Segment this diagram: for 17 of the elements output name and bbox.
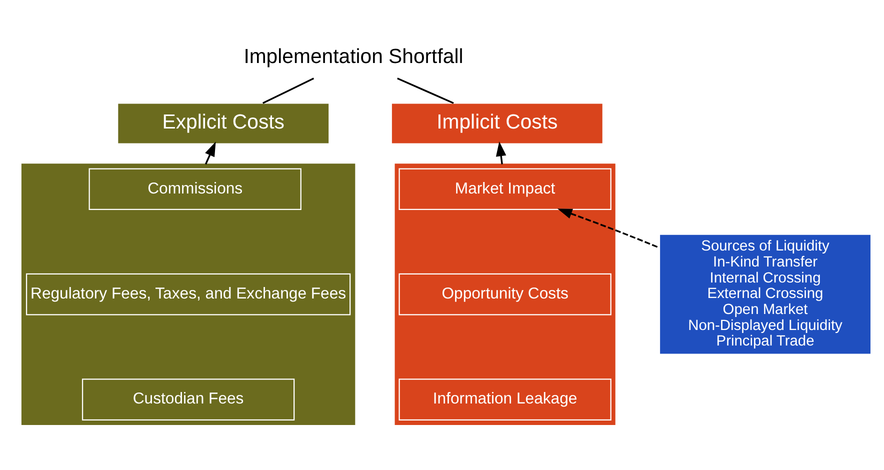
node-box: Implicit Costs (390, 102, 604, 144)
cluster (394, 163, 616, 424)
node-box: Custodian Fees (82, 378, 295, 420)
node-box: Information Leakage (398, 378, 612, 420)
cluster (21, 163, 356, 424)
arrow (557, 208, 660, 248)
node-box: Commissions (88, 168, 302, 210)
node-box: Market Impact (398, 168, 612, 210)
connector (397, 77, 454, 104)
connector (262, 77, 314, 104)
node-box: Sources of Liquidity In-Kind Transfer Internal Crossing External Crossing Open Market Non-Displayed Liquidity Principal Trade (658, 233, 872, 354)
node-box: Explicit Costs (117, 102, 330, 144)
arrow (496, 140, 506, 164)
node-box: Regulatory Fees, Taxes, and Exchange Fees (26, 272, 351, 315)
arrow (204, 141, 216, 164)
node-box: Opportunity Costs (398, 272, 612, 315)
node-text: Implementation Shortfall (244, 45, 464, 68)
